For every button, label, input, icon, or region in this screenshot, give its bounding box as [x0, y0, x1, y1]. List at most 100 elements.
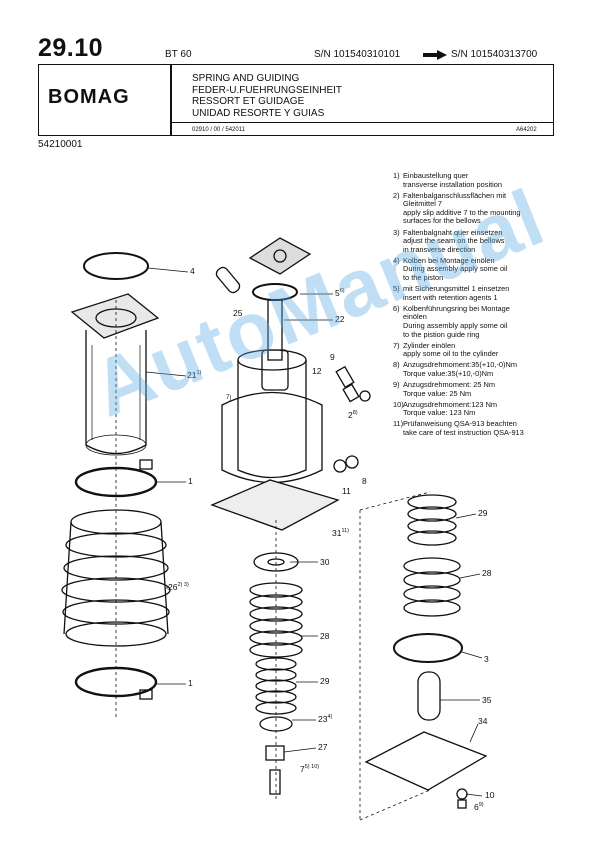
top-cap: [248, 237, 312, 275]
callout-29-right: 29: [478, 508, 488, 518]
note-number: 7): [393, 340, 400, 350]
callout-11: 11: [342, 486, 351, 496]
note-number: 5): [393, 284, 400, 294]
note-line: apply some oil to the cylinder: [403, 349, 499, 359]
note-line: apply slip additive 7 to the mounting: [403, 207, 521, 217]
arrow-right-icon: [423, 50, 447, 60]
note-number: 8): [393, 360, 400, 370]
note-line: transverse installation position: [403, 179, 503, 189]
page-number: 29.10: [38, 34, 104, 62]
note-line: Gleitmittel 7: [403, 199, 443, 209]
guide-tube-21: [70, 293, 160, 456]
note-line: During assembly apply some oil: [403, 321, 508, 330]
note-line: Einbaustellung quer: [403, 171, 469, 180]
callout-10: 10: [485, 790, 495, 800]
callout-12: 12: [312, 366, 322, 376]
note-number: 11): [393, 419, 404, 429]
note-line: Torque value:35(+10,-0)Nm: [403, 368, 494, 378]
serial-to: S/N 101540313700: [451, 49, 538, 60]
callout-22: 22: [335, 314, 345, 324]
note-line: Anzugsdrehmoment:35(+10,-0)Nm: [403, 360, 517, 370]
title-rule: [170, 122, 554, 123]
note-line: Faltenbalganschlussflächen mit: [403, 190, 507, 200]
note-line: Kolbenführungsring bei Montage: [403, 303, 510, 313]
drawing-code: A64202: [516, 127, 537, 133]
callout-3: 3: [484, 654, 489, 664]
note-line: to the piston: [403, 273, 444, 283]
buffer-35: [417, 671, 441, 721]
callout-30: 30: [320, 557, 330, 567]
callout-25: 25: [233, 308, 243, 318]
base-flange-31: [210, 479, 340, 531]
callout-1-bottom: 1: [188, 678, 193, 688]
callout-4: 4: [190, 266, 195, 276]
seal-2: [359, 390, 371, 402]
callout-2: 28): [348, 410, 358, 420]
callout-7: 75) 10): [300, 764, 320, 774]
callout-35: 35: [482, 695, 492, 705]
note-number: 9): [393, 380, 400, 390]
title-en: SPRING AND GUIDING: [192, 73, 300, 84]
title-list: SPRING AND GUIDING FEDER-U.FUEHRUNGSEINH…: [192, 73, 342, 119]
reference-number: 02910 / 00 / 542011: [192, 127, 245, 133]
bomag-logo: BOMAG: [48, 86, 130, 108]
note-line: einölen: [403, 312, 427, 322]
spring-29-right: [407, 494, 457, 546]
note-line: Torque value: 25 Nm: [403, 388, 472, 398]
callout-9: 9: [330, 352, 335, 362]
callout-7-note: 7): [226, 395, 232, 401]
callout-28: 28: [320, 631, 330, 641]
spring-28-right: [403, 557, 461, 617]
note-number: 2): [393, 190, 400, 200]
note-line: Faltenbalgnaht quer einsetzen: [403, 227, 503, 237]
cylinder: [221, 349, 323, 484]
cover-plate-34: [364, 731, 488, 791]
note-number: 10): [393, 399, 404, 409]
callout-26: 262) 3): [168, 582, 189, 592]
note-number: 3): [393, 227, 400, 237]
model-label: BT 60: [165, 49, 192, 60]
note-number: 4): [393, 255, 400, 265]
note-line: Kolben bei Montage einölen: [403, 255, 495, 265]
document-number: 54210001: [38, 139, 83, 150]
bolt-7: [269, 769, 281, 795]
note-line: surfaces for the bellows: [403, 216, 481, 226]
note-line: Prüfanweisung QSA-913 beachten: [403, 419, 517, 429]
note-line: Zylinder einölen: [403, 340, 456, 350]
o-ring-3: [393, 633, 463, 663]
title-de: FEDER-U.FUEHRUNGSEINHEIT: [192, 84, 343, 96]
screw-12: [342, 383, 360, 403]
note-number: 1): [393, 171, 400, 180]
title-fr: RESSORT ET GUIDAGE: [192, 96, 305, 107]
nut-8: [345, 455, 359, 469]
spacer-27: [265, 745, 285, 761]
piston-rod-22: [267, 299, 283, 361]
note-line: adjust the seam on the bellows: [403, 236, 505, 246]
note-line: insert with retention agents 1: [403, 292, 498, 302]
title-divider: [170, 64, 172, 136]
callout-31: 3111): [332, 528, 350, 538]
title-block: [38, 64, 554, 136]
note-line: During assembly apply some oil: [403, 264, 508, 274]
hose-clamp-1-top: [74, 459, 158, 498]
washer-10: [456, 788, 468, 800]
callout-28-right: 28: [482, 568, 492, 578]
serial-from: S/N 101540310101: [314, 49, 401, 60]
